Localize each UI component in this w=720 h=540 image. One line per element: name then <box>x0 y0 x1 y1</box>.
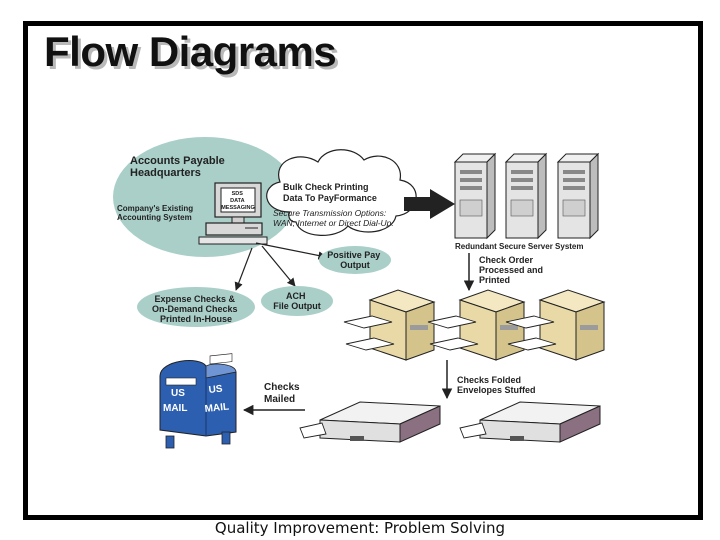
ach-label: ACH File Output <box>273 291 321 311</box>
monitor-screen-text: SDS DATA MESSAGING <box>221 191 255 211</box>
transmit-arrow <box>404 189 455 219</box>
computer-icon <box>198 182 268 245</box>
transmission-cloud <box>266 149 417 236</box>
slide-title: Flow Diagrams <box>44 28 337 75</box>
slide-footer: Quality Improvement: Problem Solving <box>214 519 506 537</box>
check-printer-icon <box>427 289 526 361</box>
check-printer-icon <box>505 289 606 361</box>
expense-arrow <box>234 247 253 291</box>
mailbox-mail-left: MAIL <box>163 403 187 414</box>
mailbox-us-left: US <box>171 388 185 399</box>
check-order-label: Check Order Processed and Printed <box>479 255 546 285</box>
folding-machine-icon <box>459 401 601 443</box>
bulk-check-label: Bulk Check Printing Data To PayFormance <box>283 182 377 203</box>
server-stack-icon <box>453 152 600 240</box>
folding-machine-icon <box>299 401 441 443</box>
checks-folded-label: Checks Folded Envelopes Stuffed <box>457 375 536 395</box>
check-printer-icon <box>343 289 436 361</box>
mailbox-icon <box>159 353 237 449</box>
ach-ellipse <box>261 286 333 316</box>
secure-transmission-label: Secure Transmission Options: WAN, Intern… <box>273 208 394 228</box>
server-system-label: Redundant Secure Server System <box>455 242 584 251</box>
expense-checks-ellipse <box>137 287 255 327</box>
mailbox-mail-right: MAIL <box>204 401 229 414</box>
positive-pay-arrow <box>255 242 327 260</box>
positive-pay-label: Positive Pay Output <box>327 250 383 270</box>
accounts-payable-label: Accounts Payable Headquarters <box>130 155 228 179</box>
checks-mailed-label: Checks Mailed <box>264 382 302 405</box>
ach-arrow <box>261 245 296 287</box>
positive-pay-ellipse <box>319 246 391 274</box>
existing-system-label: Company's Existing Accounting System <box>117 204 195 222</box>
mailbox-us-right: US <box>208 384 223 396</box>
check-printer-row <box>343 289 606 361</box>
expense-checks-label: Expense Checks & On-Demand Checks Printe… <box>152 294 240 324</box>
